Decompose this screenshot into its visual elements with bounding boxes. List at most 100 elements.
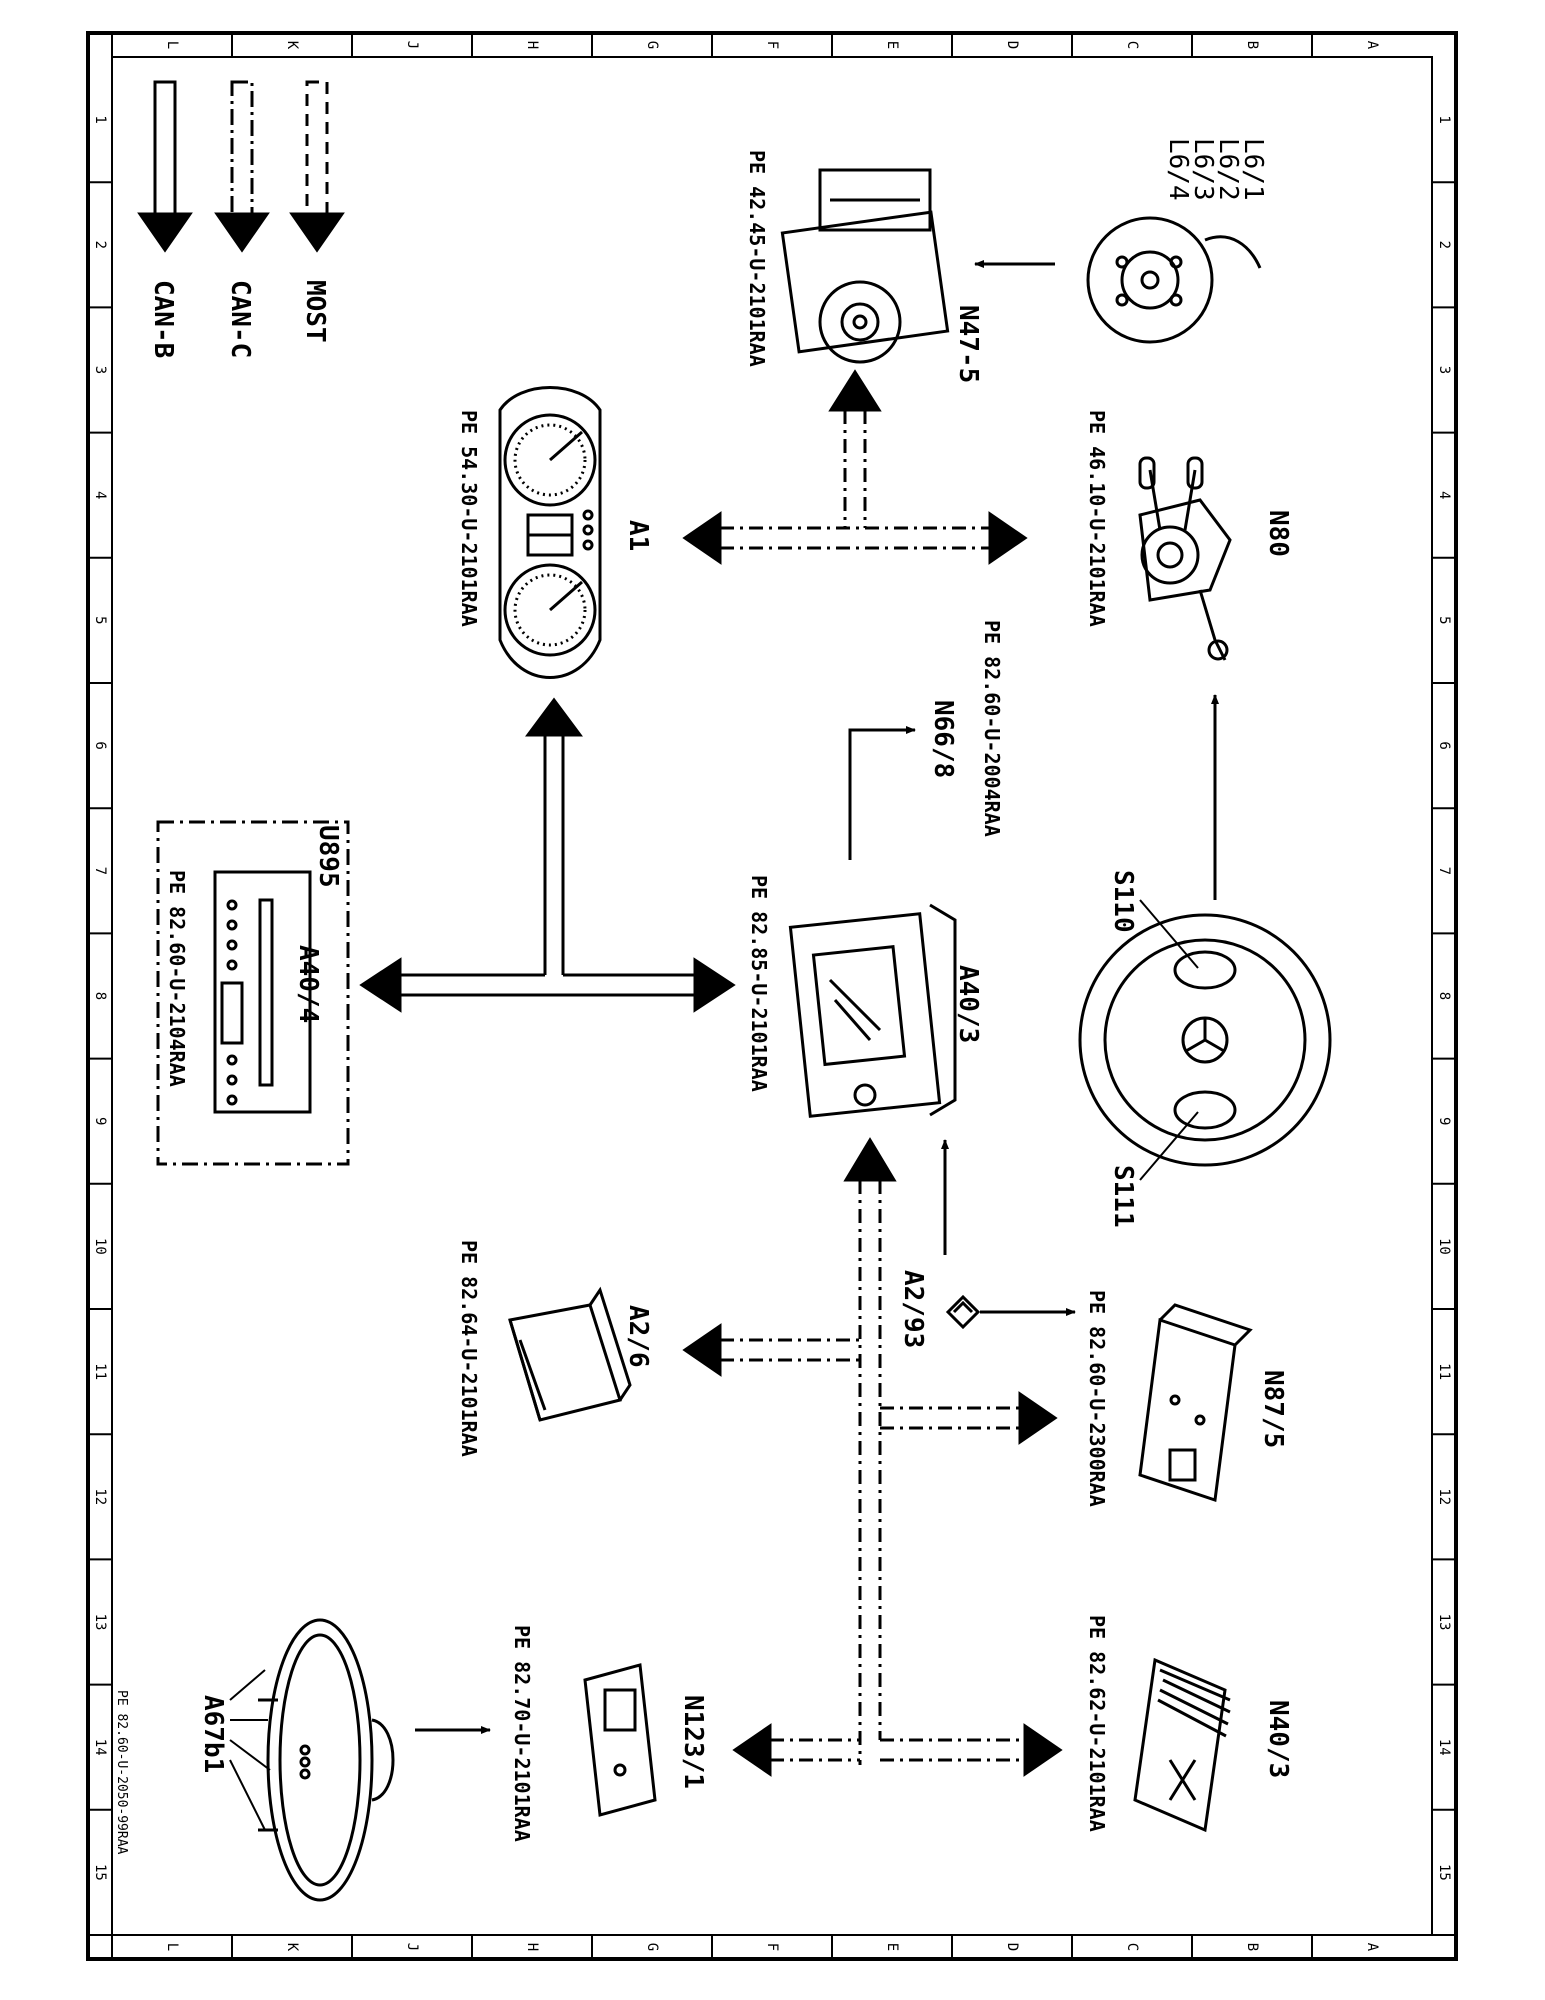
- grid-letter: C: [1124, 41, 1140, 49]
- grid-letter: J: [404, 41, 420, 49]
- grid-number: 14: [1436, 1739, 1452, 1756]
- grid-number: 3: [1436, 366, 1452, 374]
- a1-ref: PE 54.30-U-2101RAA: [457, 410, 481, 627]
- label-l6-4: L6/4: [1163, 138, 1193, 201]
- n123-1-module-icon: [583, 1663, 657, 1817]
- u895-label: U895: [313, 825, 343, 888]
- a2-93-label: A2/93: [898, 1270, 928, 1348]
- n47-5-label: N47-5: [953, 305, 983, 383]
- can-b-link-tree: [359, 697, 736, 1013]
- grid-letter: F: [764, 41, 780, 49]
- a2-6-ref: PE 82.64-U-2101RAA: [457, 1240, 481, 1457]
- n40-3-ref: PE 82.62-U-2101RAA: [1085, 1615, 1109, 1832]
- grid-letter: B: [1244, 41, 1260, 49]
- grid-number: 5: [1436, 616, 1452, 624]
- n40-3-label: N40/3: [1263, 1700, 1293, 1778]
- grid-letter: E: [884, 41, 900, 49]
- a67b1-leaders: [229, 1669, 271, 1831]
- legend-canc-label: CAN-C: [225, 280, 255, 358]
- grid-number: 8: [1436, 992, 1452, 1000]
- cd-changer-a40-4-icon: [213, 870, 312, 1114]
- grid-ticks: [88, 33, 1456, 1959]
- label-l6-1: L6/1: [1238, 138, 1268, 201]
- grid-number: 10: [92, 1238, 108, 1255]
- grid-number: 6: [92, 741, 108, 749]
- grid-number: 9: [1436, 1117, 1452, 1125]
- grid-number: 7: [92, 867, 108, 875]
- grid-number: 6: [1436, 741, 1452, 749]
- a40-3-label: A40/3: [953, 965, 983, 1043]
- s111-leader: [1139, 1111, 1199, 1181]
- label-l6-3: L6/3: [1188, 138, 1218, 201]
- grid-letter: F: [764, 1943, 780, 1951]
- grid-number: 3: [92, 366, 108, 374]
- n66-8-label: N66/8: [928, 700, 958, 778]
- grid-number: 13: [1436, 1614, 1452, 1631]
- document-id: PE 82.60-U-2050-99RAA: [114, 1690, 129, 1855]
- drawing-frame: [86, 31, 1458, 1961]
- grid-number: 4: [92, 491, 108, 499]
- grid-number: 1: [1436, 115, 1452, 123]
- n87-5-ref: PE 82.60-U-2300RAA: [1085, 1290, 1109, 1507]
- n66-8-ref: PE 82.60-U-2004RAA: [980, 620, 1004, 837]
- n123-1-label: N123/1: [678, 1695, 708, 1789]
- l6-labels: L6/1 L6/2 L6/3 L6/4: [1163, 138, 1268, 201]
- a40-4-ref: PE 82.60-U-2104RAA: [165, 870, 189, 1087]
- s110-leader: [1139, 899, 1199, 969]
- grid-number: 11: [92, 1363, 108, 1380]
- esp-control-unit-icon: [780, 168, 950, 364]
- grid-number: 10: [1436, 1238, 1452, 1255]
- legend-most-arrow: [289, 80, 345, 253]
- label-l6-2: L6/2: [1213, 138, 1243, 201]
- grid-number: 8: [92, 992, 108, 1000]
- n80-label: N80: [1263, 510, 1293, 557]
- s110-label: S110: [1108, 870, 1138, 933]
- a1-label: A1: [623, 520, 653, 551]
- rear-view-mirror-icon: [258, 1618, 395, 1902]
- grid-number: 11: [1436, 1363, 1452, 1380]
- grid-number: 2: [1436, 241, 1452, 249]
- n123-1-ref: PE 82.70-U-2101RAA: [510, 1625, 534, 1842]
- instrument-cluster-icon: [498, 386, 602, 679]
- grid-letter: G: [644, 41, 660, 49]
- steering-wheel-icon: [1078, 913, 1332, 1167]
- legend-canb-label: CAN-B: [148, 280, 178, 358]
- grid-number: 12: [92, 1488, 108, 1505]
- grid-letter: G: [644, 1943, 660, 1951]
- arrow-a40-3-to-n66-8: [848, 726, 916, 860]
- legend: MOST CAN-C CAN-B: [137, 80, 345, 358]
- comand-head-unit-icon: [788, 903, 957, 1118]
- steering-column-module-icon: [1138, 456, 1232, 661]
- grid-letter: A: [1364, 41, 1380, 50]
- grid-letter: D: [1004, 1943, 1020, 1951]
- s111-label: S111: [1108, 1165, 1138, 1228]
- a40-4-label: A40/4: [293, 945, 323, 1023]
- grid-number: 14: [92, 1739, 108, 1756]
- grid-letter: E: [884, 1943, 900, 1951]
- legend-canb-arrow: [137, 80, 193, 253]
- a67b1-label: A67b1: [198, 1695, 228, 1773]
- legend-most-label: MOST: [300, 280, 330, 343]
- grid-number: 7: [1436, 867, 1452, 875]
- a2-93-diamond-icon: [945, 1294, 981, 1330]
- n87-5-module-icon: [1138, 1303, 1253, 1502]
- grid-letter: A: [1364, 1943, 1380, 1952]
- n47-5-ref: PE 42.45-U-2101RAA: [745, 150, 769, 367]
- grid-number: 13: [92, 1614, 108, 1631]
- a2-6-label: A2/6: [623, 1305, 653, 1368]
- a2-6-module-icon: [508, 1286, 632, 1422]
- n87-5-label: N87/5: [1258, 1370, 1288, 1448]
- n40-3-amplifier-icon: [1133, 1657, 1231, 1833]
- n80-ref: PE 46.10-U-2101RAA: [1085, 410, 1109, 627]
- grid-letter: K: [284, 41, 300, 50]
- grid-number: 4: [1436, 491, 1452, 499]
- grid-number: 5: [92, 616, 108, 624]
- legend-canc-arrow: [214, 80, 270, 253]
- most-ring-links: [682, 1137, 1063, 1777]
- grid-number: 2: [92, 241, 108, 249]
- grid-letter: H: [524, 1943, 540, 1951]
- can-c-link-a1-n80: [682, 511, 1028, 565]
